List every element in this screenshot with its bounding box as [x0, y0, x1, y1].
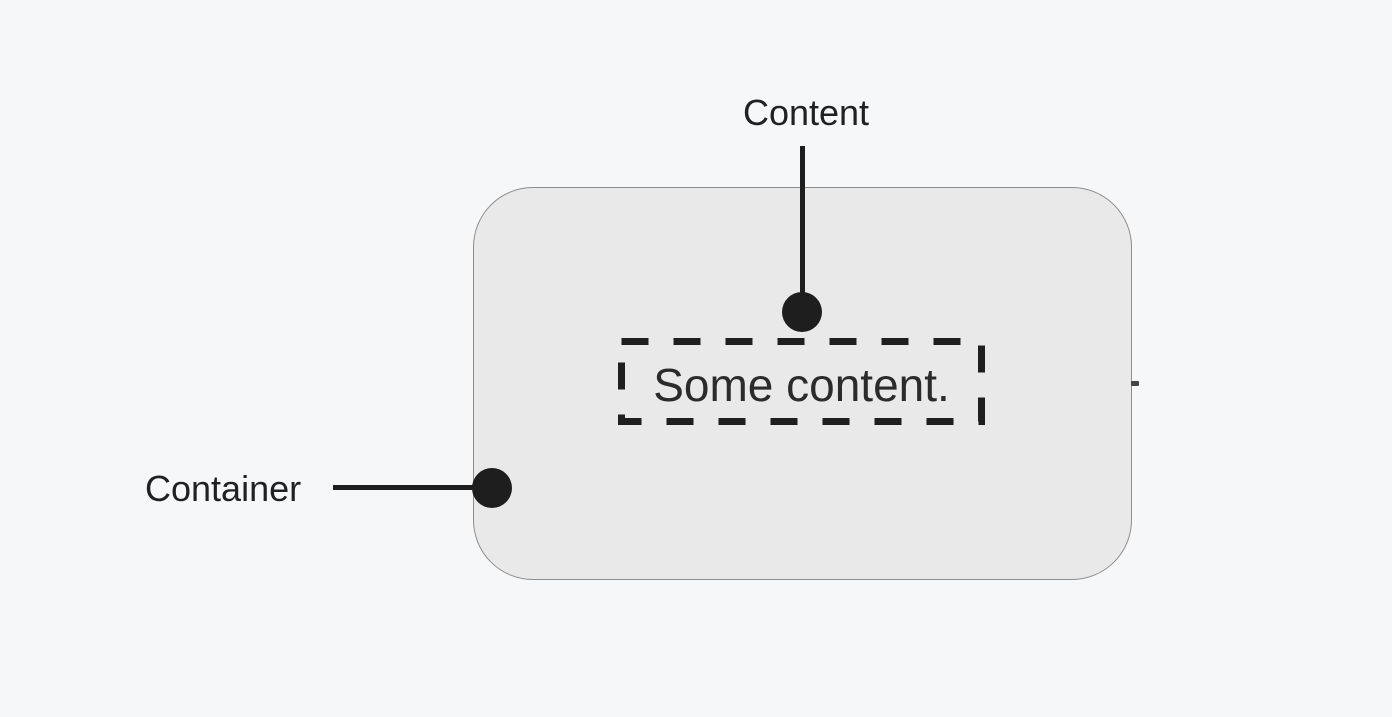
content-callout-line — [800, 146, 805, 302]
container-callout-label: Container — [145, 468, 302, 509]
content-callout-dot — [782, 292, 822, 332]
container-callout-dot — [472, 468, 512, 508]
content-box: Some content. — [618, 338, 985, 425]
dashed-border — [618, 338, 985, 425]
content-callout-label: Content — [742, 92, 870, 133]
content-text: Some content. — [653, 358, 950, 411]
container-callout-line — [333, 485, 493, 490]
edge-artifact-mark — [1131, 381, 1139, 386]
dashed-border-rect — [618, 338, 985, 425]
